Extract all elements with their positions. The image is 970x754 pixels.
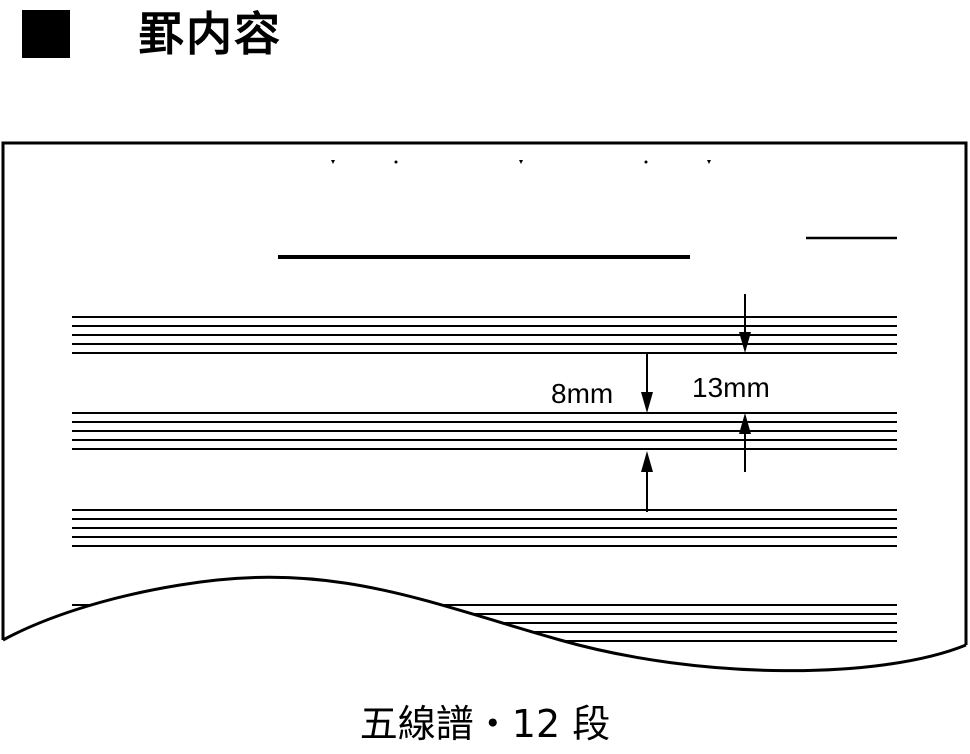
page-outline bbox=[1, 141, 968, 645]
staff-1 bbox=[72, 316, 897, 354]
staff-2 bbox=[72, 412, 897, 450]
label-13mm: 13mm bbox=[692, 372, 770, 403]
heading-title: 罫内容 bbox=[138, 7, 282, 61]
staff-4 bbox=[72, 604, 897, 642]
wavy-edge bbox=[2, 575, 967, 673]
label-8mm: 8mm bbox=[551, 378, 613, 409]
dimension-8mm bbox=[641, 353, 653, 512]
black-square-icon bbox=[22, 10, 70, 58]
staff-3 bbox=[72, 509, 897, 547]
caption: 五線譜・12 段 bbox=[359, 702, 611, 746]
section-heading bbox=[22, 4, 70, 64]
dimension-13mm bbox=[739, 294, 751, 472]
top-marks bbox=[331, 160, 711, 164]
